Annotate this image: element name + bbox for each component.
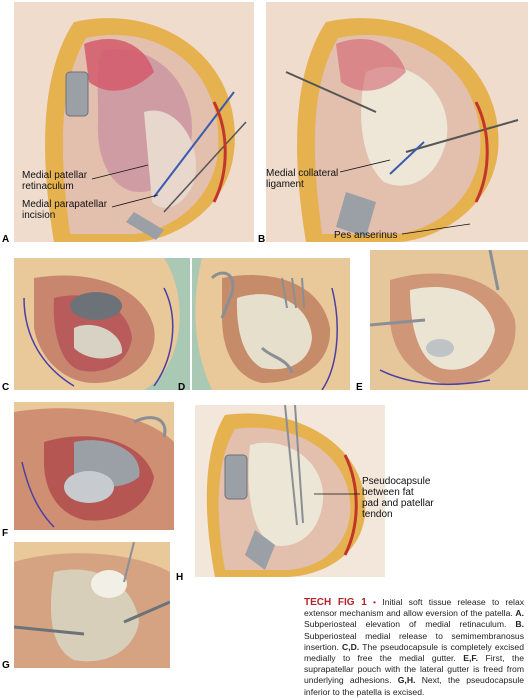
panel-label-g: G bbox=[2, 660, 10, 671]
panel-a-drawing bbox=[14, 2, 254, 242]
panel-h-drawing bbox=[195, 405, 385, 577]
panel-a-illustration bbox=[14, 2, 254, 242]
panel-d-photo bbox=[192, 258, 350, 390]
panel-g-photo bbox=[14, 542, 170, 668]
annotation-medial-patellar-retinaculum: Medial patellar retinaculum bbox=[22, 170, 88, 192]
panel-f-photo bbox=[14, 402, 174, 530]
panel-label-h: H bbox=[176, 572, 184, 583]
caption-title: TECH FIG 1 bbox=[304, 597, 367, 608]
panel-d-image bbox=[192, 258, 350, 390]
panel-h-illustration bbox=[195, 405, 385, 577]
panel-label-c: C bbox=[2, 382, 10, 393]
caption-text-a: Subperiosteal elevation of medial retina… bbox=[304, 619, 507, 630]
caption-text-b: Subperiosteal medial release to semimemb… bbox=[304, 630, 524, 652]
caption-bullet: • bbox=[373, 597, 377, 607]
annotation-medial-collateral-ligament: Medial collateral ligament bbox=[266, 168, 339, 190]
caption-label-b: B. bbox=[515, 619, 525, 630]
caption-intro: Initial soft tissue release to relax ext… bbox=[304, 597, 525, 619]
figure-caption: TECH FIG 1 • Initial soft tissue release… bbox=[304, 597, 524, 698]
panel-b-illustration bbox=[266, 2, 528, 242]
panel-label-e: E bbox=[356, 382, 363, 393]
caption-label-gh: G,H. bbox=[397, 675, 416, 686]
caption-text-cd: The pseudocapsule is completely excised … bbox=[304, 641, 524, 664]
panel-g-image bbox=[14, 542, 170, 668]
panel-c-photo bbox=[14, 258, 190, 390]
caption-label-cd: C,D. bbox=[342, 641, 360, 652]
panel-label-f: F bbox=[2, 528, 9, 539]
annotation-medial-parapatellar-incision: Medial parapatellar incision bbox=[22, 199, 108, 221]
panel-label-d: D bbox=[178, 382, 186, 393]
caption-label-ef: E,F. bbox=[463, 653, 479, 664]
panel-e-photo bbox=[370, 250, 528, 390]
panel-label-a: A bbox=[2, 234, 10, 245]
panel-c-image bbox=[14, 258, 190, 390]
caption-label-a: A. bbox=[515, 608, 525, 619]
annotation-pseudocapsule: Pseudocapsule between fat pad and patell… bbox=[362, 476, 434, 520]
panel-e-image bbox=[370, 250, 528, 390]
annotation-pes-anserinus: Pes anserinus bbox=[334, 230, 398, 241]
panel-label-b: B bbox=[258, 234, 266, 245]
panel-f-image bbox=[14, 402, 174, 530]
panel-b-drawing bbox=[266, 2, 528, 242]
